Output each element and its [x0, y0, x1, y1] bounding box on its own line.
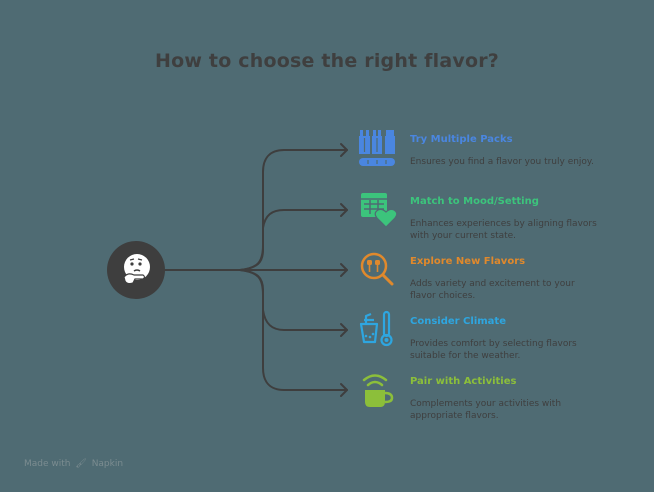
- option-label: Match to Mood/Setting: [410, 196, 539, 207]
- drink-packs-icon: [359, 130, 395, 166]
- wifi-coffee-icon: [362, 374, 394, 407]
- center-node: [107, 241, 165, 299]
- option-description: Complements your activities with appropr…: [410, 399, 562, 421]
- footer-text: Made with: [24, 459, 71, 469]
- option-label: Explore New Flavors: [410, 256, 526, 267]
- napkin-logo-icon: 🖌︎: [75, 459, 87, 469]
- option-label: Try Multiple Packs: [410, 134, 513, 145]
- magnifier-utensils-icon: [360, 252, 394, 286]
- drink-thermometer-icon: [359, 310, 393, 347]
- option-description: Enhances experiences by aligning flavors…: [410, 219, 597, 241]
- option-label: Consider Climate: [410, 316, 506, 327]
- calendar-heart-icon: [361, 193, 398, 228]
- made-with-napkin-credit: Made with 🖌︎ Napkin: [24, 459, 123, 469]
- thinking-face-icon: [123, 254, 150, 285]
- option-description: Ensures you find a flavor you truly enjo…: [410, 157, 594, 167]
- option-description: Provides comfort by selecting flavors su…: [410, 339, 577, 361]
- option-label: Pair with Activities: [410, 376, 517, 387]
- option-description: Adds variety and excitement to your flav…: [410, 279, 575, 301]
- footer-brand: Napkin: [91, 459, 124, 469]
- diagram-title: How to choose the right flavor?: [154, 50, 500, 72]
